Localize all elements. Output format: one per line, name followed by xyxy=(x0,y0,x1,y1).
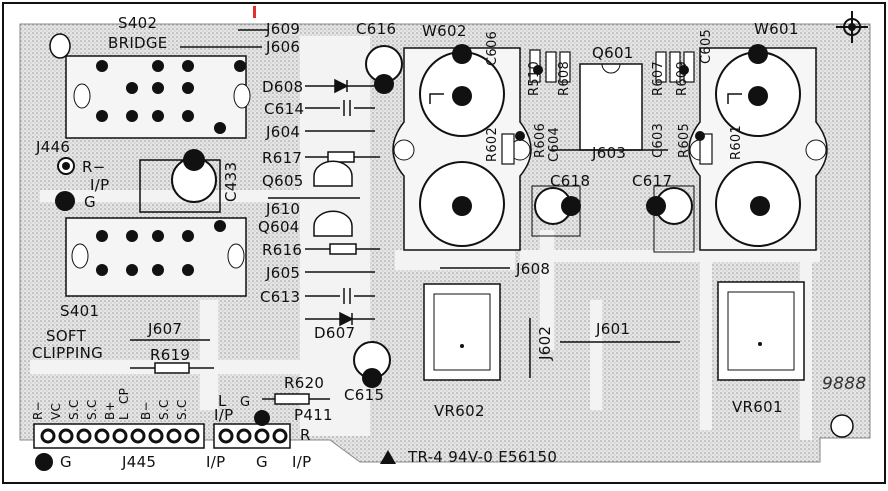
label-g-j445: G xyxy=(60,453,72,471)
label-r617: R617 xyxy=(262,149,303,167)
pad-g xyxy=(55,191,75,211)
label-ip2: I/P xyxy=(214,406,234,424)
label-j609: J609 xyxy=(266,20,301,38)
label-j604: J604 xyxy=(266,123,301,141)
label-soft: SOFT xyxy=(46,327,87,345)
crosshair-icon xyxy=(836,11,868,43)
capacitor-c617 xyxy=(646,185,695,253)
power-transistor-w601 xyxy=(688,44,828,251)
transistor-q604 xyxy=(313,210,353,237)
label-j446: J446 xyxy=(36,138,71,156)
pin-label-0: R− xyxy=(31,401,45,420)
pin-label-4: B+ xyxy=(103,401,117,420)
label-clipping: CLIPPING xyxy=(32,344,104,362)
label-s401: S401 xyxy=(60,302,100,320)
label-bridge: BRIDGE xyxy=(108,34,168,52)
label-r601: R601 xyxy=(729,124,744,160)
ic-q601 xyxy=(579,63,643,151)
transistor-q605 xyxy=(313,160,353,187)
label-q604: Q604 xyxy=(258,218,300,236)
label-j607: J607 xyxy=(148,320,183,338)
pin-label-7: B− xyxy=(139,401,153,420)
pin-label-2: S.C xyxy=(67,399,81,420)
board-marking: TR-4 94V-0 E56150 xyxy=(408,448,558,466)
red-marker xyxy=(253,6,256,18)
label-g-p411: G xyxy=(240,395,251,410)
label-c617: C617 xyxy=(632,172,673,190)
label-j601: J601 xyxy=(596,320,631,338)
label-ip-bottom: I/P xyxy=(206,453,226,471)
label-c603: C603 xyxy=(651,122,666,158)
label-vr601: VR601 xyxy=(732,398,783,416)
trimpot-vr602 xyxy=(423,283,501,381)
connector-j445 xyxy=(33,423,205,449)
label-s402: S402 xyxy=(118,14,158,32)
pin-label-3: S.C xyxy=(85,399,99,420)
triangle-icon xyxy=(380,450,396,464)
label-w601: W601 xyxy=(754,20,799,38)
label-q601: Q601 xyxy=(592,44,634,62)
label-j603: J603 xyxy=(592,144,627,162)
label-r-p411: R xyxy=(300,426,311,444)
label-w602: W602 xyxy=(422,22,467,40)
label-r602: R602 xyxy=(485,126,500,162)
digits-glyph: 9888 xyxy=(822,374,867,394)
label-r-ip: R− xyxy=(82,158,106,176)
label-j608: J608 xyxy=(516,260,551,278)
label-d608: D608 xyxy=(262,78,304,96)
pin-label-5: L xyxy=(117,413,131,420)
pin-label-9: S.C xyxy=(175,399,189,420)
label-c618: C618 xyxy=(550,172,591,190)
capacitor-c433 xyxy=(139,149,221,213)
label-r605: R605 xyxy=(677,122,692,158)
connector-p411 xyxy=(213,410,291,449)
label-j445: J445 xyxy=(122,453,157,471)
label-p411: P411 xyxy=(294,406,333,424)
switch-s402 xyxy=(65,55,251,139)
mount-hole-tl xyxy=(49,33,71,59)
label-c613: C613 xyxy=(260,288,301,306)
label-c614: C614 xyxy=(264,100,305,118)
pin-label-6: CP xyxy=(117,387,131,404)
label-j605: J605 xyxy=(266,264,301,282)
label-vr602: VR602 xyxy=(434,402,485,420)
label-c433: C433 xyxy=(222,161,240,202)
label-r620: R620 xyxy=(284,374,325,392)
label-g1: G xyxy=(84,193,96,211)
trimpot-vr601 xyxy=(717,281,805,381)
resistor-bank xyxy=(501,49,713,165)
label-q605: Q605 xyxy=(262,172,304,190)
switch-s401 xyxy=(65,217,247,297)
label-j602: J602 xyxy=(536,325,554,360)
label-c606: C606 xyxy=(485,30,500,66)
label-r609: R609 xyxy=(675,60,690,96)
pad-g-j445 xyxy=(35,453,53,471)
label-r608: R608 xyxy=(557,60,572,96)
label-l: L xyxy=(218,392,227,410)
power-transistor-w602 xyxy=(392,44,532,251)
label-r616: R616 xyxy=(262,241,303,259)
capacitor-c618 xyxy=(531,185,581,237)
pin-label-1: VC xyxy=(49,402,63,420)
label-j606: J606 xyxy=(266,38,301,56)
pin-label-8: S.C xyxy=(157,399,171,420)
label-r607: R607 xyxy=(651,60,666,96)
label-c605: C605 xyxy=(699,28,714,64)
label-d607: D607 xyxy=(314,324,356,342)
label-g3: G xyxy=(256,453,268,471)
label-c615: C615 xyxy=(344,386,385,404)
mount-hole-br xyxy=(830,414,854,438)
label-r606: R606 xyxy=(533,122,548,158)
label-ip: I/P xyxy=(90,176,110,194)
label-c604: C604 xyxy=(547,126,562,162)
label-r510: R510 xyxy=(527,60,542,96)
label-r619: R619 xyxy=(150,346,191,364)
label-ip3: I/P xyxy=(292,453,312,471)
label-j610: J610 xyxy=(266,200,301,218)
label-c616: C616 xyxy=(356,20,397,38)
